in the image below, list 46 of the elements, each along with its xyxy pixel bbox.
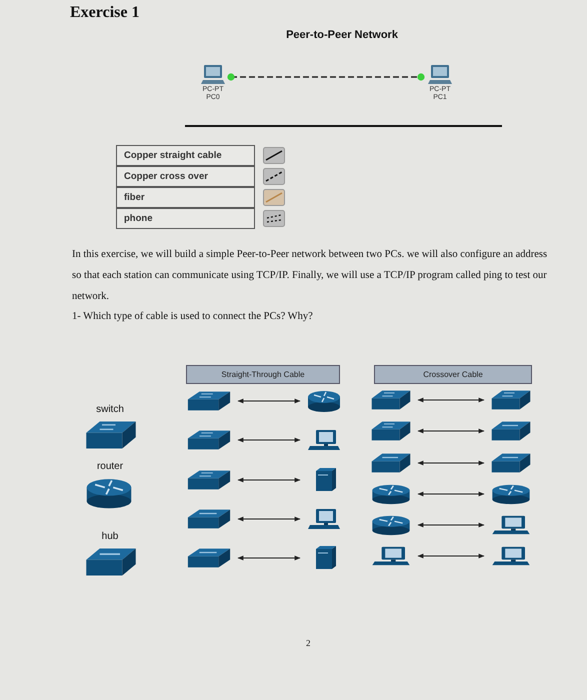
double-arrow (237, 438, 301, 442)
router-icon (306, 389, 342, 413)
double-arrow (417, 522, 485, 528)
hub-icon (490, 420, 532, 442)
question: 1- Which type of cable is used to connect the PCs? Why? (72, 310, 314, 324)
device-caption: router (96, 461, 124, 473)
table-cell: Copper straight cable (116, 145, 255, 166)
computer-icon (490, 514, 532, 536)
switch-icon (186, 469, 232, 491)
router-icon (370, 483, 412, 505)
switch-icon (370, 389, 412, 411)
double-arrow (417, 398, 485, 402)
header-bar: Straight-Through Cable (186, 365, 340, 384)
paragraph: In this exercise, we will build a simple Peer-to-Peer network between two PCs. we will also configure an address so that each station can communicate using TCP/IP. Finally, we will use a TCP/IP program called ping to test our network. (72, 248, 548, 304)
double-arrow (417, 554, 485, 558)
table-cell: phone (116, 208, 255, 229)
switch-icon (186, 429, 232, 451)
double-arrow (237, 398, 301, 404)
table-cell: Copper cross over (116, 166, 255, 187)
header-bar: Crossover Cable (374, 365, 532, 384)
router-icon (490, 483, 532, 505)
computer-icon (306, 428, 342, 452)
double-arrow (237, 516, 301, 522)
double-arrow (237, 556, 301, 560)
page-number: 2 (306, 637, 310, 650)
cable-link (227, 73, 425, 81)
diagram-heading: Peer-to-Peer Network (285, 28, 399, 43)
table-cell: fiber (116, 187, 255, 208)
double-arrow (417, 428, 485, 434)
hub-icon (490, 452, 532, 474)
exercise-title: Exercise 1 (70, 3, 140, 23)
device-caption: hub (100, 531, 120, 543)
router-icon (370, 514, 412, 536)
switch-icon (370, 420, 412, 442)
switch-icon (490, 389, 532, 411)
hub-icon (186, 547, 232, 569)
computer-icon (306, 507, 342, 531)
computer-icon (370, 545, 412, 567)
hub-icon (186, 508, 232, 530)
device-caption: switch (95, 404, 125, 416)
double-arrow (417, 492, 485, 496)
computer-icon (490, 545, 532, 567)
switch-icon (186, 390, 232, 412)
double-arrow (237, 478, 301, 482)
hub-icon (370, 452, 412, 474)
double-arrow (417, 460, 485, 466)
